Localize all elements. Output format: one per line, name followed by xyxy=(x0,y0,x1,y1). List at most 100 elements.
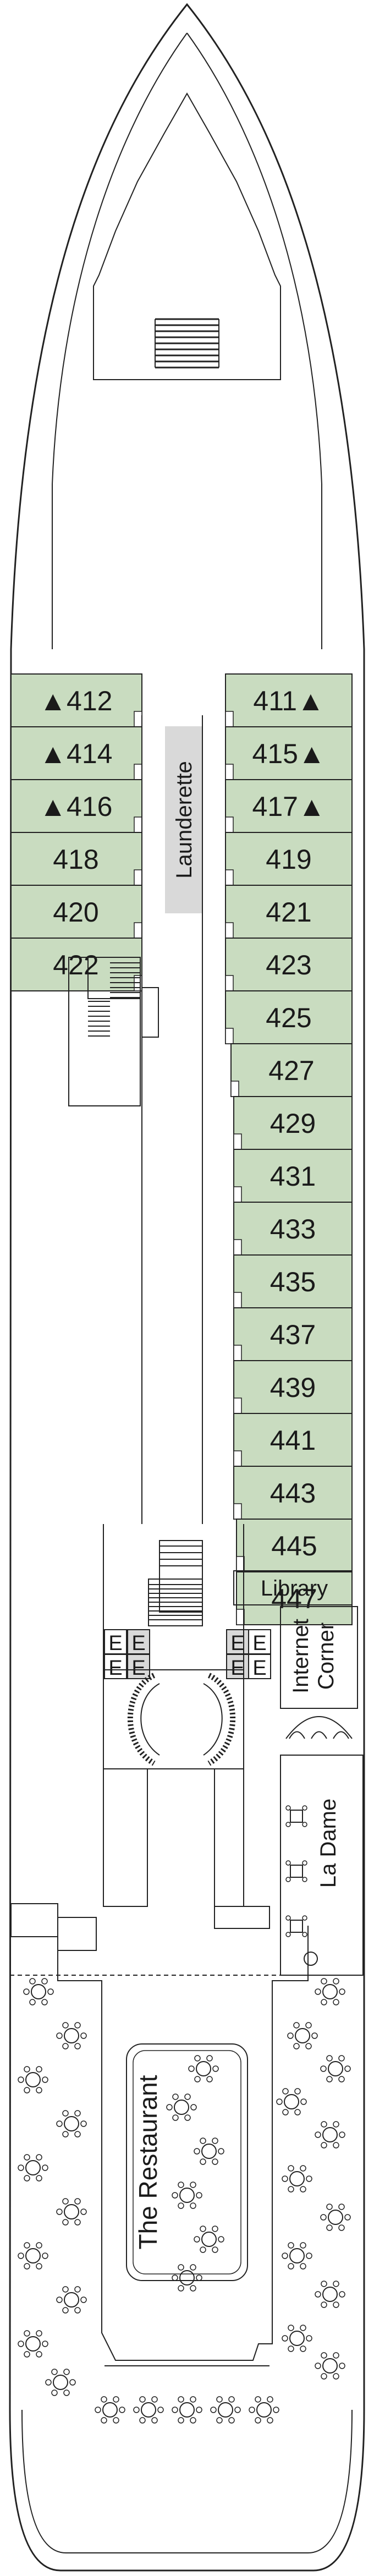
cabin-outline xyxy=(10,779,142,833)
library-area xyxy=(233,1570,353,1605)
cabin-outline xyxy=(233,1413,353,1467)
cabin-415[interactable]: 415▲ xyxy=(225,726,353,780)
cabin-number: 417▲ xyxy=(252,791,326,822)
forward-stair-landing xyxy=(141,987,159,1038)
round-table-icon xyxy=(18,2242,48,2270)
lounge-table-icon xyxy=(285,1805,307,1827)
round-table-icon xyxy=(210,2396,241,2424)
cabin-429[interactable]: 429 xyxy=(233,1096,353,1150)
cabin-423[interactable]: 423 xyxy=(225,938,353,991)
cabin-414[interactable]: ▲414 xyxy=(10,726,142,780)
cabin-outline xyxy=(225,885,353,939)
cabin-418[interactable]: 418 xyxy=(10,832,142,886)
cabin-number: 439 xyxy=(270,1372,316,1403)
cabin-419[interactable]: 419 xyxy=(225,832,353,886)
round-table-icon xyxy=(95,2396,125,2424)
cabin-outline xyxy=(225,938,353,991)
cabin-417[interactable]: 417▲ xyxy=(225,779,353,833)
cabin-443[interactable]: 443 xyxy=(233,1466,353,1520)
cabin-number: 437 xyxy=(270,1319,316,1350)
elevator-label: E xyxy=(131,1657,145,1680)
cabin-outline xyxy=(236,1571,353,1625)
cabin-door xyxy=(134,711,142,727)
cabin-421[interactable]: 421 xyxy=(225,885,353,939)
cabin-door xyxy=(236,1556,245,1572)
cabin-number: 418 xyxy=(53,844,98,875)
cabin-outline xyxy=(233,1149,353,1203)
cabin-door xyxy=(236,1609,245,1625)
elevator-label: E xyxy=(108,1632,122,1655)
round-table-icon xyxy=(166,2093,197,2121)
round-table-icon xyxy=(315,2352,345,2380)
cabin-number: 429 xyxy=(270,1108,316,1139)
round-table-icon xyxy=(188,2055,219,2082)
elevator-car xyxy=(248,1654,271,1679)
cabin-outline xyxy=(236,1519,353,1572)
la-dame-label: La Dame xyxy=(316,1799,340,1888)
the-restaurant: The Restaurant xyxy=(18,1926,351,2424)
round-table-icon xyxy=(320,2204,351,2231)
restaurant-tables xyxy=(18,1978,351,2424)
lounge-table-icon xyxy=(285,1860,307,1882)
elevator: E xyxy=(248,1654,271,1680)
service-room xyxy=(214,1906,270,1929)
cabin-412[interactable]: ▲412 xyxy=(10,673,142,727)
aft-stairs xyxy=(148,1545,202,1620)
cabin-416[interactable]: ▲416 xyxy=(10,779,142,833)
round-table-icon xyxy=(320,2055,351,2082)
round-table-icon xyxy=(282,2325,312,2352)
cabin-445[interactable]: 445 xyxy=(236,1519,353,1572)
cabin-outline xyxy=(233,1360,353,1414)
cabin-number: 435 xyxy=(270,1267,316,1297)
cabin-447[interactable]: 447 xyxy=(236,1571,353,1625)
round-table-icon xyxy=(194,2226,224,2253)
cabin-411[interactable]: 411▲ xyxy=(225,673,353,727)
library-label: Library xyxy=(261,1576,328,1601)
cabin-441[interactable]: 441 xyxy=(233,1413,353,1467)
cabin-number: 447 xyxy=(271,1583,317,1614)
cabin-outline xyxy=(10,832,142,886)
stern-outline xyxy=(21,2409,353,2553)
atrium xyxy=(103,1669,244,1769)
launderette-area xyxy=(165,726,202,913)
cabin-door xyxy=(233,1397,242,1414)
cabin-number: 433 xyxy=(270,1214,316,1245)
cabin-door xyxy=(134,816,142,833)
cabin-437[interactable]: 437 xyxy=(233,1307,353,1361)
aft-stair-room xyxy=(159,1540,203,1613)
elevator-car xyxy=(127,1654,150,1679)
cabin-outline xyxy=(230,1043,353,1097)
cabin-425[interactable]: 425 xyxy=(225,990,353,1044)
cabin-door xyxy=(134,869,142,886)
hull-outline xyxy=(9,3,365,2572)
cabin-433[interactable]: 433 xyxy=(233,1202,353,1256)
cabin-door xyxy=(233,1186,242,1203)
chair-icon xyxy=(289,1731,305,1739)
service-room xyxy=(103,1768,148,1907)
elevator-car xyxy=(104,1629,127,1654)
aft-stair-room xyxy=(148,1579,203,1626)
cabin-427[interactable]: 427 xyxy=(230,1043,353,1097)
round-table-icon xyxy=(304,1952,318,1966)
cabin-door xyxy=(225,1028,234,1044)
chair-icon xyxy=(311,1731,327,1739)
cabin-number: 419 xyxy=(266,844,311,875)
cabin-outline xyxy=(233,1202,353,1256)
cabin-door xyxy=(225,869,234,886)
round-table-icon xyxy=(45,2369,76,2396)
round-table-icon xyxy=(315,2281,345,2308)
launderette-label: Launderette xyxy=(172,761,196,879)
cabin-431[interactable]: 431 xyxy=(233,1149,353,1203)
service-room xyxy=(57,1917,97,1951)
cabin-420[interactable]: 420 xyxy=(10,885,142,939)
cabin-door xyxy=(233,1450,242,1467)
cabin-outline xyxy=(225,990,353,1044)
cabin-number: ▲412 xyxy=(40,686,113,716)
cabin-435[interactable]: 435 xyxy=(233,1254,353,1308)
cabin-door xyxy=(233,1503,242,1520)
atrium-curved-stair-left xyxy=(127,1673,156,1766)
cabin-439[interactable]: 439 xyxy=(233,1360,353,1414)
cabin-number: 431 xyxy=(270,1161,316,1192)
